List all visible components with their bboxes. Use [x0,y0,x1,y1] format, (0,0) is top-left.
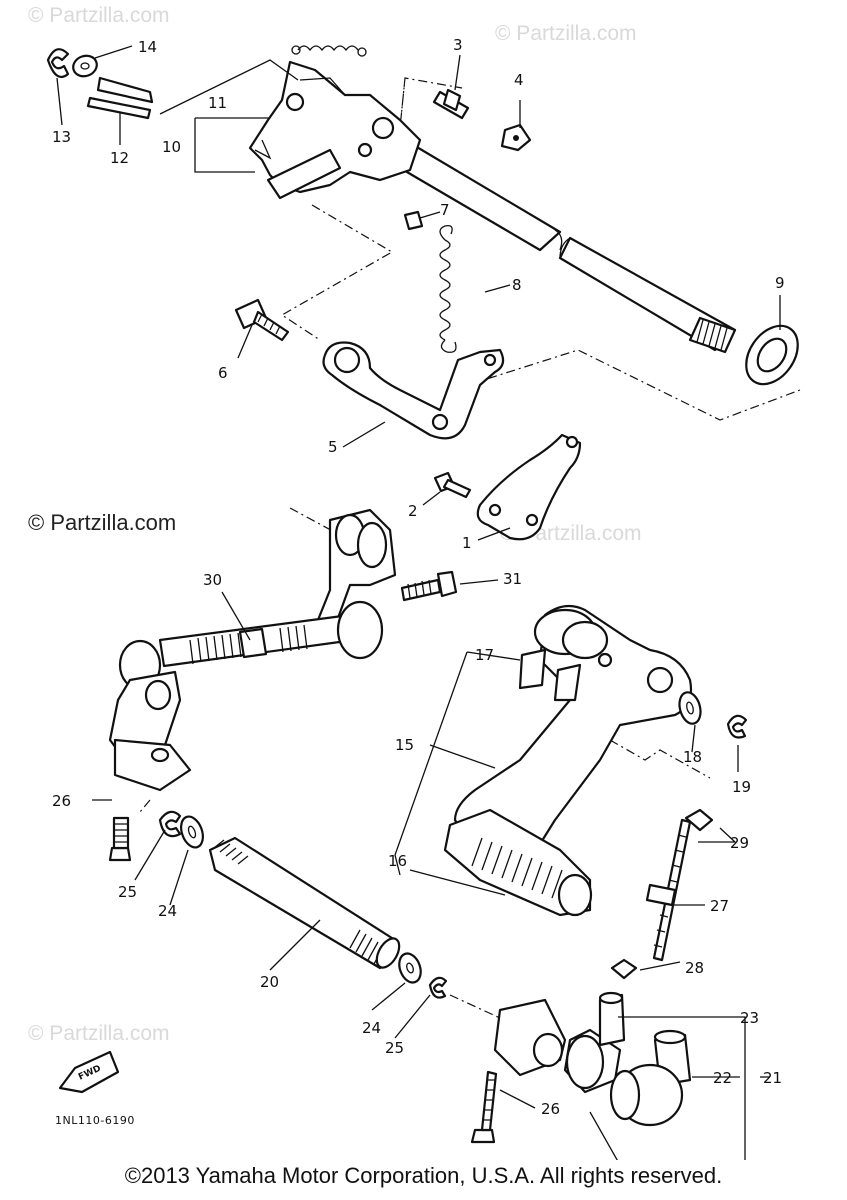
diagram-code: 1NL110-6190 [55,1114,135,1127]
callout-6: 6 [218,364,228,382]
callout-26-bottom: 26 [541,1100,560,1118]
callout-12: 12 [110,149,129,167]
part-7-bolt [403,210,424,231]
callout-19: 19 [732,778,751,796]
callout-2: 2 [408,502,418,520]
part-8-spring [439,225,457,353]
callout-3: 3 [453,36,463,54]
callout-31: 31 [503,570,522,588]
callout-14: 14 [138,38,157,56]
part-26-bolt-left [108,816,132,862]
exploded-parts-diagram: © Partzilla.com © Partzilla.com © Partzi… [28,4,801,1160]
part-6-bolt [234,298,290,342]
part-28-nut [610,958,638,980]
callout-24-bottom: 24 [362,1019,381,1037]
leader-lines [56,45,781,1160]
part-24-washer-left [180,815,204,849]
part-20-shaft [208,836,401,970]
callout-25-bottom: 25 [385,1039,404,1057]
part-16-pedal-rubber [443,808,593,917]
callout-30: 30 [203,571,222,589]
shift-shaft-assembly [248,45,737,354]
callout-16: 16 [388,852,407,870]
callout-22: 22 [713,1069,732,1087]
assembly-guide-lines [139,77,801,1019]
part-14-washer [72,54,98,78]
watermark-bottom-left: © Partzilla.com [28,1022,170,1045]
callout-27: 27 [710,897,729,915]
callout-4: 4 [514,71,524,89]
callout-numbers: 14 13 12 11 10 3 4 7 8 9 6 5 2 1 31 30 1… [52,36,785,1118]
part-31-bolt [400,570,458,602]
callout-28: 28 [685,959,704,977]
part-29-nut [684,808,714,832]
callout-25-left: 25 [118,883,137,901]
copyright-notice: ©2013 Yamaha Motor Corporation, U.S.A. A… [124,1163,723,1188]
part-9-oil-seal [745,324,799,386]
watermark-top-left: © Partzilla.com [28,4,170,27]
part-12-pin [86,76,154,120]
part-2-screw [433,471,472,499]
part-30-shift-rod [108,508,397,792]
part-4-clip [500,123,532,152]
part-21-joint-assembly [493,991,626,1094]
callout-1: 1 [462,534,472,552]
callout-20: 20 [260,973,279,991]
callout-15: 15 [395,736,414,754]
callout-26-left: 26 [52,792,71,810]
callout-24-left: 24 [158,902,177,920]
watermark-top-right: © Partzilla.com [495,22,637,45]
callout-8: 8 [512,276,522,294]
callout-13: 13 [52,128,71,146]
part-5-stopper-lever [322,341,505,440]
part-3-pin [432,88,470,120]
callout-11: 11 [208,94,227,112]
callout-9: 9 [775,274,785,292]
part-27-adjust-rod [645,818,692,962]
part-18-washer [678,691,702,725]
part-25-circlip-bottom [428,976,448,999]
callout-5: 5 [328,438,338,456]
watermark-middle-left: © Partzilla.com [28,510,176,535]
fwd-arrow-icon: FWD [58,1050,120,1094]
part-26-bolt-bottom [470,1070,498,1144]
part-22-ball-joint [609,1029,692,1127]
part-24-washer-bottom [398,952,422,984]
callout-17: 17 [475,646,494,664]
callout-7: 7 [440,201,450,219]
callout-21: 21 [763,1069,782,1087]
callout-23: 23 [740,1009,759,1027]
callout-29: 29 [730,834,749,852]
callout-10: 10 [162,138,181,156]
callout-18: 18 [683,748,702,766]
part-19-circlip [726,714,748,739]
part-13-circlip [46,48,70,78]
part-1-plate [476,433,582,541]
